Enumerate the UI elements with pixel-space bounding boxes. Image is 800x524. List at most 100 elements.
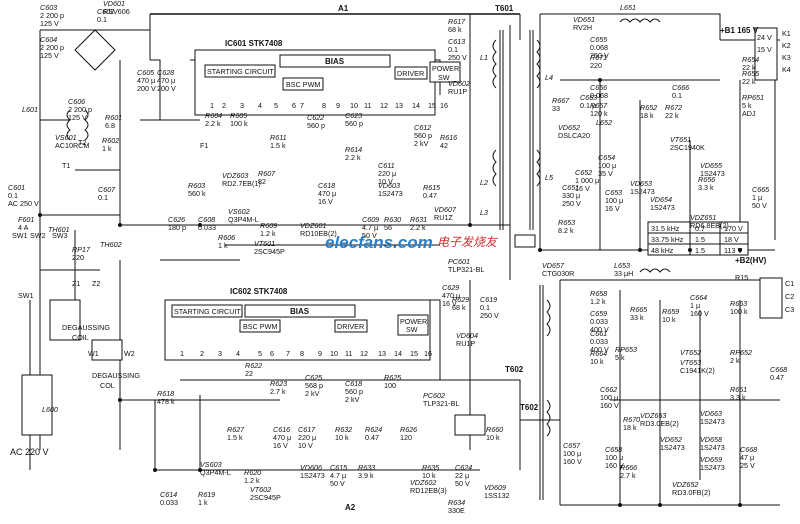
component-value: 3.3 k [698,183,714,192]
component-extra: 50 V [362,231,377,240]
node-15v: 15 V [757,45,772,54]
component-value: 1S2473 [650,203,675,212]
transformer-cores [499,30,544,500]
node-24v: 24 V [757,33,772,42]
component-label: VD653 [630,179,652,188]
component-label: R632 [335,425,352,434]
node-l5: L5 [545,173,554,182]
component-value: 560 p [345,119,363,128]
component-label: C622 [307,113,324,122]
node-t602b: T602 [520,403,539,412]
component-value: Q3P4M-L [200,468,231,477]
pin-number: 15 [410,349,418,358]
sw2-label: SW2 [30,231,46,240]
component-value: 10 k [486,433,500,442]
component-label: R658 [590,289,607,298]
component-value: 1 μ [752,193,762,202]
component-value: 1S2473 [700,417,725,426]
degaussing-coil-2 [91,339,123,361]
component-label: R620 [244,468,261,477]
component-label: C616 [273,425,290,434]
component-value: 560 p [307,121,325,130]
component-label: C654 [598,153,615,162]
node-a2: A2 [345,503,356,512]
component-value: 2.7 k [620,471,636,480]
node-t602: T602 [505,365,524,374]
component-value: 120 k [590,109,608,118]
component-label: R605 [230,111,248,120]
pin-number: 14 [412,101,420,110]
component-label: C612 [414,123,431,132]
component-label: VD607 [434,205,457,214]
component-value: 2SC945P [254,247,285,256]
ic601-starting-text: STARTING CIRCUIT [207,67,274,76]
component-value: TLP321-BL [448,265,484,274]
component-extra: 50 V [330,479,345,488]
component-value: 4.7 μ [362,223,378,232]
component-value: 560 k [188,189,206,198]
component-value: 18 k [623,423,637,432]
component-label: R634 [448,498,465,507]
component-label: VDZ653 [640,411,666,420]
sw1-label: SW1 [12,231,28,240]
component-label: C629 [442,283,459,292]
component-extra: 200 V [137,84,156,93]
z1-label: Z1 [72,279,80,288]
pin-number: 4 [258,101,262,110]
pin-number: 10 [350,101,358,110]
component-value: 0.1 [8,191,18,200]
component-value: 6.8 [105,121,115,130]
component-label: F601 [18,215,34,224]
component-value: 330E [448,506,465,515]
component-label: VD663 [700,409,722,418]
component-label: R653 [558,218,575,227]
node-l1: L1 [480,53,488,62]
component-value: 220 [72,253,84,262]
component-value: 1.5 k [227,433,243,442]
transformer-l600 [21,374,53,436]
component-label: R657 [590,101,608,110]
degaussing-1: DEGAUSSING [62,323,110,332]
component-extra: 25 V [740,461,755,470]
pin-number: 5 [274,101,278,110]
frequency-table [647,221,749,256]
component-label: C613 [448,37,465,46]
pin-number: 2 [200,349,204,358]
component-label: VS603 [200,460,222,469]
component-value: 1.2 k [244,476,260,485]
component-value: RD3.0EB(2) [640,419,679,428]
component-value: 560 p [345,387,363,396]
component-value: 5 k [615,353,625,362]
component-value: RU1Z [434,213,453,222]
table-cell: 33.75 kHz [651,235,684,244]
component-extra: 250 V [590,51,609,60]
table-cell: 170 V [724,224,743,233]
w2-label: W2 [124,349,135,358]
component-label: R656 [698,175,715,184]
ic601-power-text: POWER [432,64,459,73]
component-value: 220 μ [378,169,396,178]
node-l3: L3 [480,208,488,217]
component-label: C601 [8,183,25,192]
